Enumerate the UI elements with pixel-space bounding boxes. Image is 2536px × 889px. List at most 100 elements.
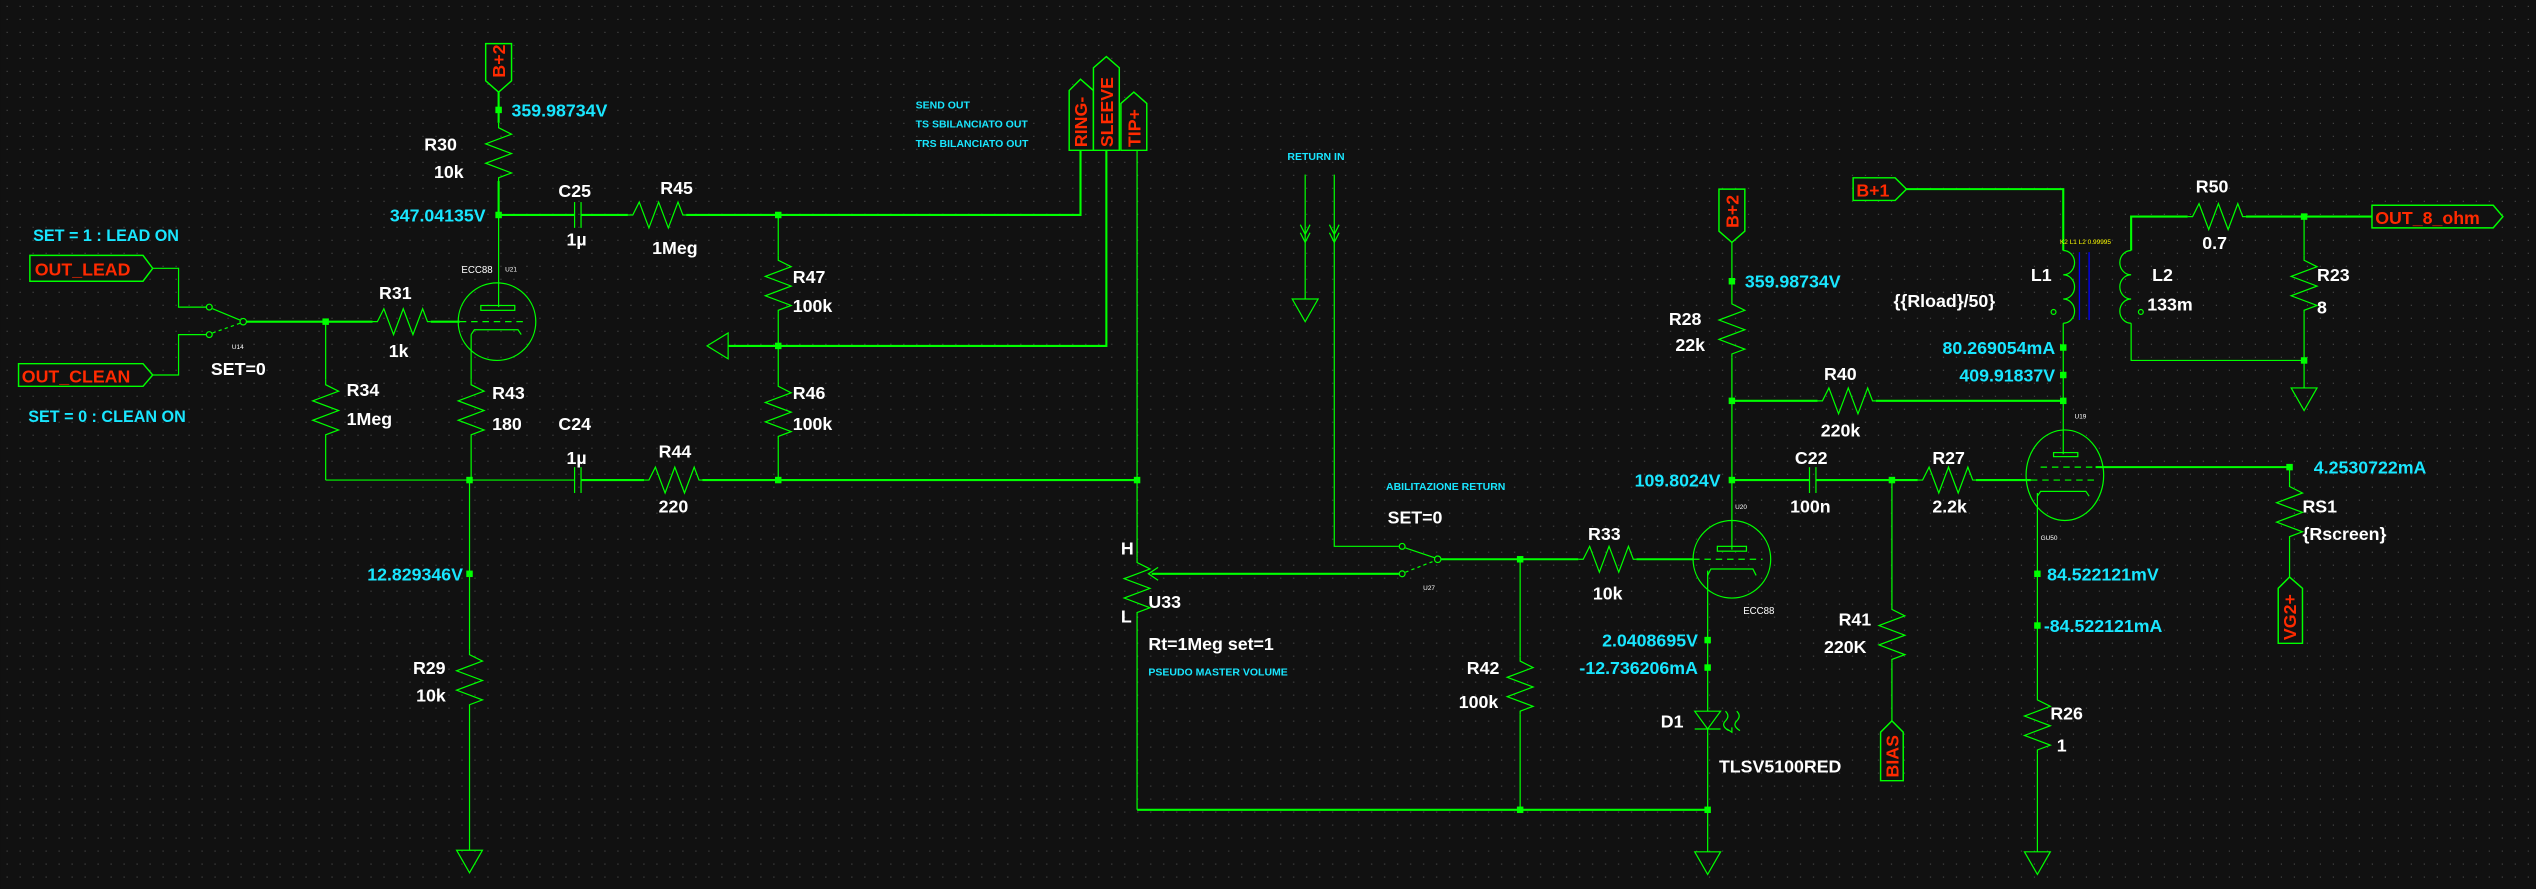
flag-out-clean[interactable]: OUT_CLEAN (17, 362, 154, 388)
component-labels: R30 10k C25 1µ R45 1Meg R47 100k R46 100… (211, 134, 2387, 776)
flag-sleeve[interactable]: SLEEVE (1092, 55, 1121, 152)
flag-label: OUT_CLEAN (22, 366, 131, 386)
tube-u21[interactable] (457, 282, 537, 362)
capacitor-c25[interactable] (573, 202, 582, 228)
value-u21: ECC88 (461, 265, 492, 276)
value-r33: 10k (1593, 584, 1623, 604)
led-d1[interactable] (1693, 710, 1741, 734)
label-r47: R47 (793, 267, 826, 287)
flag-label: BIAS (1882, 735, 1902, 778)
value-u27: SET=0 (1388, 508, 1443, 528)
flag-out-lead[interactable]: OUT_LEAD (29, 254, 154, 282)
label-l1: L1 (2031, 265, 2052, 285)
label-u21: U21 (505, 267, 517, 274)
label-r34: R34 (347, 380, 380, 400)
label-r26: R26 (2050, 703, 2083, 723)
probe-v-b2-right: 359.98734V (1745, 272, 1841, 292)
wiper-arrow-icon (1147, 566, 1159, 581)
label-r42: R42 (1467, 658, 1500, 678)
value-c24: 1µ (566, 448, 586, 468)
switch-u14[interactable] (205, 303, 248, 339)
value-r45: 1Meg (652, 238, 697, 258)
label-r29: R29 (413, 658, 446, 678)
flag-label: OUT_8_ohm (2375, 208, 2480, 228)
label-r44: R44 (659, 441, 692, 461)
capacitor-c22[interactable] (1808, 467, 1817, 493)
label-r28: R28 (1669, 309, 1702, 329)
flag-label: TIP+ (1124, 109, 1144, 147)
label-c22: C22 (1795, 448, 1828, 468)
label-r46: R46 (793, 383, 826, 403)
value-r29: 10k (416, 686, 446, 706)
flag-bias[interactable]: BIAS (1879, 719, 1904, 782)
label-r23: R23 (2317, 265, 2350, 285)
label-r45: R45 (660, 178, 693, 198)
flag-b-plus-2-left[interactable]: B+2 (484, 42, 513, 94)
value-u20: ECC88 (1743, 606, 1774, 617)
flag-out-8-ohm[interactable]: OUT_8_ohm (2371, 204, 2504, 229)
value-r47: 100k (793, 296, 833, 316)
transformer-l1-l2[interactable] (2050, 249, 2144, 324)
junctions (322, 106, 2308, 814)
switch-u27[interactable] (1398, 542, 1442, 578)
pin-l: L (1121, 606, 1132, 626)
label-r43: R43 (492, 383, 525, 403)
value-r28: 22k (1675, 335, 1705, 355)
probe-v-u20-cathode: 2.0408695V (1602, 631, 1698, 651)
probe-v-r30-bottom: 347.04135V (390, 205, 486, 225)
label-u27: U27 (1423, 585, 1435, 592)
probe-i-screen: 4.2530722mA (2314, 458, 2427, 478)
label-r30: R30 (424, 134, 457, 154)
flag-label: B+2 (1722, 195, 1742, 228)
label-rs1: RS1 (2302, 496, 2337, 516)
label-r27: R27 (1932, 448, 1965, 468)
value-r30: 10k (434, 162, 464, 182)
probe-readouts: 359.98734V 347.04135V 12.829346V 359.987… (367, 100, 2426, 678)
note-clean-on: SET = 0 : CLEAN ON (28, 408, 186, 426)
value-r23: 8 (2317, 298, 2327, 318)
flag-tip[interactable]: TIP+ (1120, 91, 1148, 152)
value-r26: 1 (2057, 736, 2067, 756)
value-r41: 220K (1824, 637, 1867, 657)
note-send-out: SEND OUT (916, 99, 971, 111)
value-r44: 220 (659, 496, 689, 516)
flag-b-plus-1[interactable]: B+1 (1852, 177, 1908, 202)
label-r33: R33 (1588, 524, 1621, 544)
label-u19: U19 (2075, 414, 2087, 421)
note-pseudo-master-volume: PSEUDO MASTER VOLUME (1148, 667, 1287, 679)
note-trs-out: TRS BILANCIATO OUT (916, 138, 1029, 150)
probe-v-u19-plate: 409.91837V (1959, 365, 2055, 385)
probe-v-u19-cathode: 84.522121mV (2047, 564, 2159, 584)
probe-v-u20-plate: 109.8024V (1635, 471, 1721, 491)
flag-label: B+2 (489, 44, 509, 77)
label-u14: U14 (232, 344, 244, 351)
value-r46: 100k (793, 414, 833, 434)
flag-b-plus-2-right[interactable]: B+2 (1718, 188, 1746, 244)
tube-u20[interactable] (1692, 519, 1772, 599)
tube-u19[interactable] (2025, 429, 2105, 522)
value-r27: 2.2k (1932, 496, 1967, 516)
capacitor-c24[interactable] (573, 467, 582, 493)
label-c24: C24 (558, 414, 591, 434)
value-r34: 1Meg (347, 409, 392, 429)
value-d1: TLSV5100RED (1719, 757, 1842, 777)
probe-i-l1: 80.269054mA (1943, 338, 2056, 358)
label-r50: R50 (2196, 176, 2229, 196)
probe-v-b2-left: 359.98734V (512, 100, 608, 120)
value-c22: 100n (1790, 496, 1831, 516)
flag-label: OUT_LEAD (35, 260, 131, 280)
flag-label: SLEEVE (1097, 77, 1117, 147)
value-l2: 133m (2147, 294, 2192, 314)
label-r40: R40 (1824, 364, 1857, 384)
flag-ring[interactable]: RING- (1068, 78, 1095, 152)
flag-vg2[interactable]: VG2+ (2277, 576, 2304, 645)
send-arrow-icon (705, 331, 729, 360)
value-u14: SET=0 (211, 359, 266, 379)
value-c25: 1µ (566, 230, 586, 250)
note-lead-on: SET = 1 : LEAD ON (33, 227, 179, 245)
coupling-directive: K2 L1 L2 0.99995 (2060, 239, 2111, 246)
value-rs1: {Rscreen} (2302, 524, 2386, 544)
probe-v-r29-top: 12.829346V (367, 564, 463, 584)
